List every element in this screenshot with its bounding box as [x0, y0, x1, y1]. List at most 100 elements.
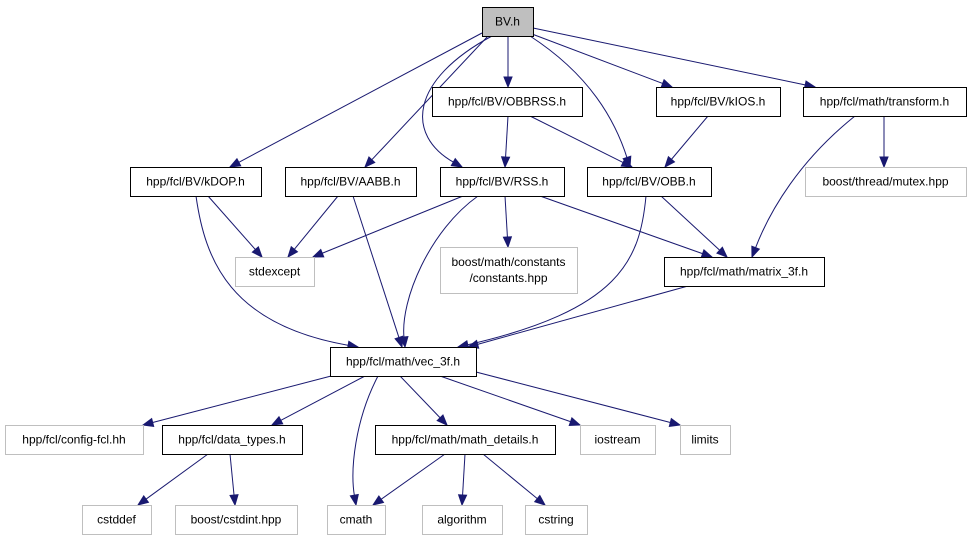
node-box [680, 425, 731, 455]
node-box [440, 167, 565, 197]
arrowhead [229, 494, 239, 507]
node-label: hpp/fcl/BV/kIOS.h [671, 95, 766, 109]
node-label: hpp/fcl/data_types.h [178, 433, 285, 447]
node-box [803, 87, 967, 117]
node-cstdint: boost/cstdint.hpp [175, 505, 298, 535]
arrowhead [568, 417, 582, 427]
edge-line [660, 195, 721, 252]
edge-line [529, 115, 625, 164]
node-label: hpp/fcl/BV/RSS.h [456, 175, 549, 189]
node-kdop[interactable]: hpp/fcl/BV/kDOP.h [130, 167, 262, 197]
node-label: hpp/fcl/BV/AABB.h [300, 175, 400, 189]
node-mutex: boost/thread/mutex.hpp [805, 167, 967, 197]
edge-line [505, 115, 509, 159]
edge-matrix3f-to-vec3f [466, 285, 689, 349]
arrowhead [349, 493, 359, 507]
node-bv[interactable]: BV.h [482, 7, 534, 37]
node-label: hpp/fcl/BV/OBB.h [602, 175, 695, 189]
edge-line [370, 35, 489, 161]
node-label: boost/cstdint.hpp [191, 513, 282, 527]
edge-mathdetails-to-cmath [371, 453, 446, 506]
edge-vec3f-to-datatypes [270, 375, 366, 426]
arrowhead [251, 245, 263, 259]
node-obbrss[interactable]: hpp/fcl/BV/OBBRSS.h [432, 87, 583, 117]
node-box [327, 505, 386, 535]
node-label: hpp/fcl/math/matrix_3f.h [680, 265, 808, 279]
node-obb[interactable]: hpp/fcl/BV/OBB.h [587, 167, 712, 197]
node-label: iostream [594, 433, 640, 447]
edge-line [539, 195, 704, 255]
arrowhead [228, 157, 242, 168]
edge-line [229, 453, 235, 497]
node-aabb[interactable]: hpp/fcl/BV/AABB.h [285, 167, 417, 197]
node-label: cmath [340, 513, 373, 527]
arrowhead [399, 336, 409, 349]
edge-line [482, 453, 539, 500]
arrowhead [620, 158, 634, 168]
edge-line [279, 375, 366, 422]
edge-line [532, 27, 807, 86]
node-label: hpp/fcl/config-fcl.hh [22, 433, 125, 447]
arrowhead [751, 245, 761, 259]
arrowhead [500, 156, 511, 169]
node-box [482, 7, 534, 37]
edge-line [504, 195, 508, 239]
edge-vec3f-to-cmath [349, 375, 379, 507]
edge-line [237, 32, 483, 164]
node-box [5, 425, 144, 455]
node-transform[interactable]: hpp/fcl/math/transform.h [803, 87, 967, 117]
node-matrix3f[interactable]: hpp/fcl/math/matrix_3f.h [664, 257, 825, 287]
edge-line [754, 115, 856, 249]
edge-datatypes-to-cstdint [229, 453, 239, 507]
edge-line [321, 195, 464, 255]
edge-vec3f-to-iostream [439, 375, 582, 427]
edge-obb-to-matrix3f [660, 195, 728, 258]
arrowhead [716, 246, 728, 258]
edge-aabb-to-vec3f [352, 195, 404, 349]
edge-line [293, 195, 339, 251]
node-vec3f[interactable]: hpp/fcl/math/vec_3f.h [330, 347, 477, 377]
node-kios[interactable]: hpp/fcl/BV/kIOS.h [656, 87, 781, 117]
arrowhead [668, 417, 682, 427]
edge-vec3f-to-configfcl [141, 374, 336, 427]
edges-layer [136, 27, 889, 507]
node-label: hpp/fcl/math/math_details.h [392, 433, 539, 447]
edge-line [670, 115, 709, 161]
edge-bv-to-aabb [364, 35, 489, 168]
node-label: hpp/fcl/BV/OBBRSS.h [448, 95, 566, 109]
arrowhead [136, 494, 150, 506]
edge-bv-to-kdop [228, 32, 483, 168]
edge-line [403, 195, 479, 339]
node-box [130, 167, 262, 197]
edge-transform-to-matrix3f [751, 115, 856, 259]
node-box [432, 87, 583, 117]
node-rss[interactable]: hpp/fcl/BV/RSS.h [440, 167, 565, 197]
node-cstring: cstring [525, 505, 588, 535]
edge-line [207, 195, 257, 251]
node-box [525, 505, 588, 535]
arrowhead [879, 156, 889, 169]
edge-line [529, 35, 628, 159]
edge-rss-to-vec3f [399, 195, 479, 349]
node-label: hpp/fcl/BV/kDOP.h [146, 175, 245, 189]
edge-aabb-to-stdexcept [287, 195, 339, 259]
node-label: algorithm [437, 513, 486, 527]
arrowhead [287, 245, 299, 259]
node-stdexcept: stdexcept [235, 257, 315, 287]
node-label: /constants.hpp [469, 271, 547, 285]
arrowhead [502, 236, 513, 249]
edge-line [439, 375, 572, 423]
edge-line [352, 375, 379, 497]
node-configfcl: hpp/fcl/config-fcl.hh [5, 425, 144, 455]
node-datatypes[interactable]: hpp/fcl/data_types.h [162, 425, 303, 455]
edge-datatypes-to-cstddef [136, 453, 209, 506]
node-box [440, 247, 578, 294]
edge-kdop-to-stdexcept [207, 195, 263, 259]
edge-rss-to-constants [502, 195, 513, 249]
node-label: boost/math/constants [451, 255, 565, 269]
edge-line [531, 33, 664, 85]
node-mathdetails[interactable]: hpp/fcl/math/math_details.h [375, 425, 556, 455]
edge-bv-to-obbrss [503, 36, 513, 89]
node-label: hpp/fcl/math/transform.h [820, 95, 949, 109]
